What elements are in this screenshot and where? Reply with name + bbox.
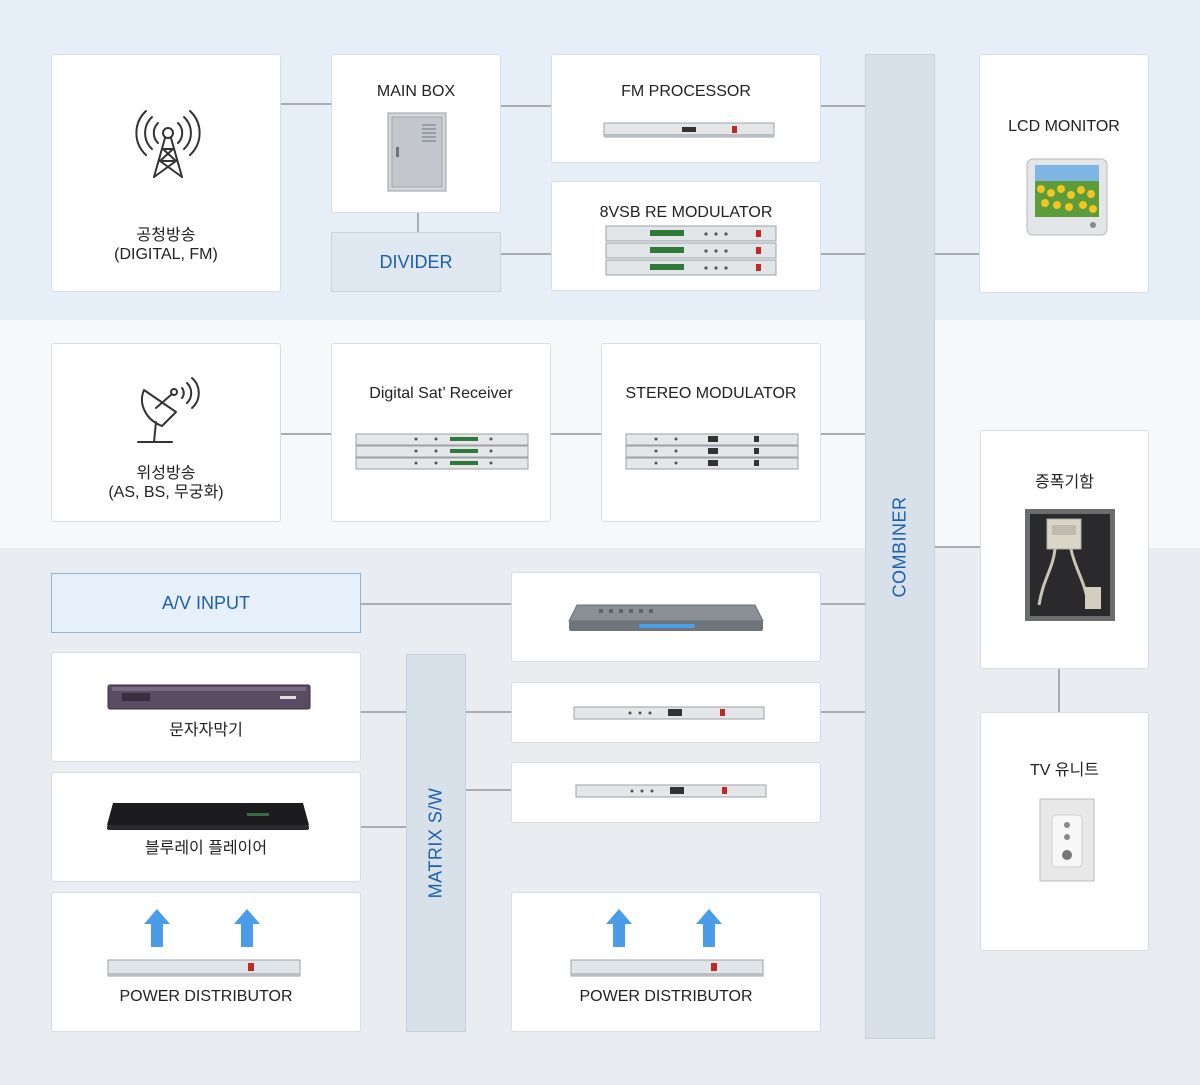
connector-line xyxy=(500,105,552,107)
connector-line xyxy=(820,105,866,107)
caption-device-icon xyxy=(107,684,311,710)
caption-machine-label: 문자자막기 xyxy=(169,722,243,739)
power-distributor-right-label: POWER DISTRIBUTOR xyxy=(579,988,753,1005)
matrix-switch-label: MATRIX S/W xyxy=(425,787,446,899)
rack-stack-icon xyxy=(625,433,799,470)
stereo-modulator-label: STEREO MODULATOR xyxy=(625,385,797,402)
stereo-modulator-card: STEREO MODULATOR xyxy=(601,343,821,522)
tv-unit-label: TV 유니트 xyxy=(1029,762,1100,779)
lcd-monitor-label: LCD MONITOR xyxy=(1008,118,1120,135)
broadcast-source-box: 공청방송 (DIGITAL, FM) xyxy=(51,54,281,292)
combiner-label: COMBINER xyxy=(889,495,910,598)
bluray-player-label: 블루레이 플레이어 xyxy=(144,840,268,857)
divider-box: DIVIDER xyxy=(331,232,501,292)
rack-unit-icon xyxy=(573,706,765,720)
connector-line xyxy=(934,546,980,548)
amplifier-card: 증폭기함 xyxy=(980,430,1149,669)
connector-line xyxy=(934,253,980,255)
up-arrow-icon xyxy=(696,909,722,947)
connector-line xyxy=(820,433,866,435)
satellite-source-box: 위성방송 (AS, BS, 무궁화) xyxy=(51,343,281,522)
tv-unit-card: TV 유니트 xyxy=(980,712,1149,951)
matrix-switch-bar: MATRIX S/W xyxy=(406,654,466,1032)
bluray-device-icon xyxy=(107,803,309,830)
wall-outlet-icon xyxy=(1039,798,1095,882)
satellite-source-label: 위성방송 xyxy=(136,465,196,482)
connector-line xyxy=(280,103,332,105)
connector-line xyxy=(500,253,552,255)
connector-line xyxy=(280,433,332,435)
av-modulator-card xyxy=(511,572,821,662)
connector-line xyxy=(360,711,407,713)
av-device-icon xyxy=(568,604,764,631)
connector-line xyxy=(417,212,419,233)
satellite-source-sublabel: (AS, BS, 무궁화) xyxy=(108,484,224,501)
fm-processor-label: FM PROCESSOR xyxy=(621,83,751,100)
broadcast-source-label: 공청방송 xyxy=(136,227,196,244)
antenna-tower-icon xyxy=(135,110,201,178)
caption-machine-card: 문자자막기 xyxy=(51,652,361,762)
power-distributor-right-card: POWER DISTRIBUTOR xyxy=(511,892,821,1032)
connector-line xyxy=(820,603,866,605)
amplifier-box-icon xyxy=(1025,509,1115,621)
up-arrow-icon xyxy=(144,909,170,947)
vsb-modulator-label: 8VSB RE MODULATOR xyxy=(599,204,773,221)
rack-stack-icon xyxy=(355,433,529,470)
rack-unit-icon xyxy=(603,122,775,138)
connector-line xyxy=(465,711,512,713)
connector-line xyxy=(360,603,512,605)
tv-monitor-icon xyxy=(1026,158,1108,236)
rack-unit-icon xyxy=(107,959,301,977)
bluray-player-card: 블루레이 플레이어 xyxy=(51,772,361,882)
lcd-monitor-card: LCD MONITOR xyxy=(979,54,1149,293)
connector-line xyxy=(820,711,866,713)
rack-unit-icon xyxy=(575,784,767,798)
up-arrow-icon xyxy=(606,909,632,947)
connector-line xyxy=(550,433,602,435)
sat-receiver-label: Digital Sat’ Receiver xyxy=(369,385,513,402)
sat-receiver-card: Digital Sat’ Receiver xyxy=(331,343,551,522)
connector-line xyxy=(360,826,407,828)
vsb-modulator-card: 8VSB RE MODULATOR xyxy=(551,181,821,291)
connector-line xyxy=(465,789,512,791)
av-input-box: A/V INPUT xyxy=(51,573,361,633)
main-box-card: MAIN BOX xyxy=(331,54,501,213)
connector-line xyxy=(1058,668,1060,712)
satellite-dish-icon xyxy=(137,377,200,443)
fm-processor-card: FM PROCESSOR xyxy=(551,54,821,163)
power-distributor-left-label: POWER DISTRIBUTOR xyxy=(119,988,293,1005)
broadcast-source-sublabel: (DIGITAL, FM) xyxy=(114,246,218,263)
rack-modulator-card-1 xyxy=(511,682,821,743)
amplifier-label: 증폭기함 xyxy=(1035,474,1094,491)
connector-line xyxy=(820,253,866,255)
cabinet-icon xyxy=(387,112,447,192)
combiner-bar: COMBINER xyxy=(865,54,935,1039)
main-box-label: MAIN BOX xyxy=(376,83,456,100)
rack-unit-icon xyxy=(570,959,764,977)
up-arrow-icon xyxy=(234,909,260,947)
rack-stack-icon xyxy=(605,225,777,276)
power-distributor-left-card: POWER DISTRIBUTOR xyxy=(51,892,361,1032)
rack-modulator-card-2 xyxy=(511,762,821,823)
